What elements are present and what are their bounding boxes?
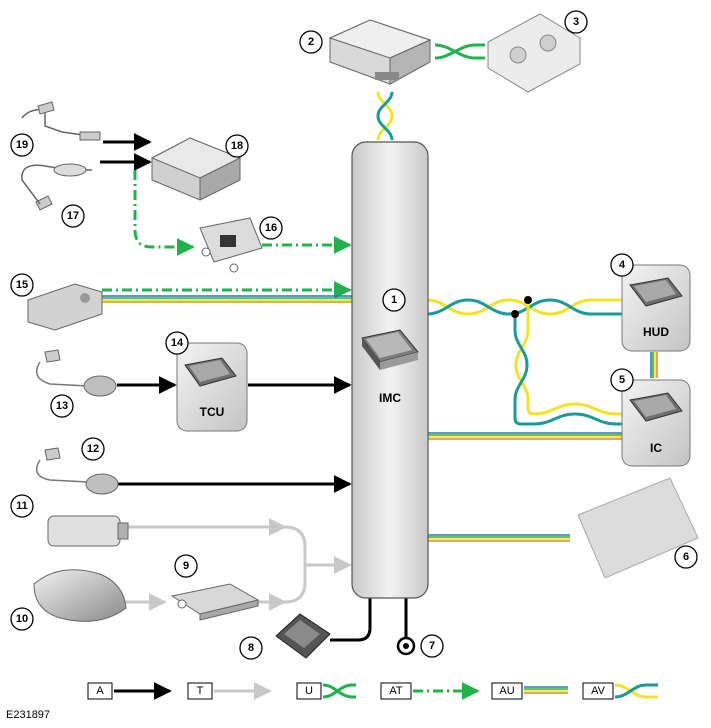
- device-18: [150, 137, 242, 201]
- device-9: [170, 583, 260, 621]
- svg-text:19: 19: [16, 139, 28, 151]
- legend-item-t: T: [187, 682, 272, 700]
- callout-18: 18: [225, 134, 249, 158]
- svg-text:14: 14: [171, 337, 184, 349]
- callout-7: 7: [420, 634, 444, 658]
- callout-5: 5: [610, 368, 634, 392]
- callout-11: 11: [10, 494, 34, 518]
- device-15: [27, 283, 103, 331]
- callout-19: 19: [10, 133, 34, 157]
- device-11: [47, 515, 129, 547]
- ground-7: [396, 636, 416, 656]
- svg-text:2: 2: [308, 36, 314, 48]
- svg-text:AT: AT: [389, 685, 403, 697]
- device-13: [35, 349, 117, 397]
- svg-text:10: 10: [16, 613, 28, 625]
- connection-imc-8: [330, 597, 372, 642]
- svg-text:4: 4: [619, 259, 626, 271]
- connection-hud-ic-bus: [650, 352, 658, 378]
- svg-text:1: 1: [391, 294, 397, 306]
- module-2: [328, 19, 432, 85]
- svg-text:6: 6: [683, 551, 689, 563]
- device-12: [35, 447, 119, 495]
- svg-text:17: 17: [67, 210, 79, 222]
- imc-label: IMC: [379, 391, 401, 405]
- svg-text:AV: AV: [591, 685, 606, 697]
- svg-text:5: 5: [619, 374, 625, 386]
- svg-text:8: 8: [248, 642, 254, 654]
- callout-6: 6: [674, 545, 698, 569]
- svg-text:15: 15: [16, 279, 28, 291]
- connection-15-imc-bus: [102, 295, 353, 303]
- svg-text:7: 7: [429, 640, 435, 652]
- connections: [100, 43, 658, 642]
- connection-2-3: [434, 43, 485, 60]
- svg-text:A: A: [96, 685, 104, 697]
- svg-text:3: 3: [573, 16, 579, 28]
- imc-module-icon: [361, 329, 419, 370]
- connection-18-16: [133, 170, 195, 256]
- connection-imc-ic-bus: [427, 432, 622, 440]
- callout-1: 1: [382, 288, 406, 312]
- connection-imc-ic-av: [511, 296, 622, 426]
- legend-item-au: AU: [491, 682, 568, 700]
- legend-item-av: AV: [582, 682, 658, 700]
- hud-label: HUD: [643, 325, 669, 339]
- display-6: [577, 477, 699, 579]
- svg-text:AU: AU: [499, 685, 514, 697]
- callout-17: 17: [61, 204, 85, 228]
- ic-module: IC: [621, 379, 691, 467]
- antenna-10: [33, 569, 127, 622]
- svg-text:U: U: [305, 685, 313, 697]
- tcu-label: TCU: [200, 405, 225, 419]
- connection-antenna-imc: [284, 525, 350, 604]
- figure-id: E231897: [6, 709, 50, 721]
- callout-8: 8: [239, 636, 263, 660]
- svg-text:13: 13: [56, 400, 68, 412]
- callout-10: 10: [10, 607, 34, 631]
- callout-3: 3: [564, 10, 588, 34]
- imc-module: IMC: [351, 141, 429, 599]
- connection-imc-6-bus: [427, 534, 570, 542]
- connection-2-imc: [376, 91, 394, 141]
- device-19: [21, 101, 101, 141]
- svg-text:9: 9: [183, 560, 189, 572]
- callout-12: 12: [81, 437, 105, 461]
- svg-text:11: 11: [16, 500, 28, 512]
- fuse-8: [275, 613, 331, 659]
- callout-16: 16: [259, 216, 283, 240]
- tcu-module: TCU: [176, 342, 248, 432]
- legend: A T U AT AU AV: [87, 682, 658, 700]
- device-16: [199, 217, 263, 273]
- svg-text:12: 12: [87, 443, 99, 455]
- callout-13: 13: [50, 394, 74, 418]
- ic-label: IC: [650, 441, 662, 455]
- svg-text:16: 16: [265, 222, 277, 234]
- svg-text:18: 18: [231, 140, 243, 152]
- connection-imc-hud-av: [426, 298, 622, 316]
- legend-item-at: AT: [380, 682, 480, 700]
- module-3: [487, 13, 581, 93]
- svg-text:T: T: [197, 685, 204, 697]
- device-17: [21, 163, 92, 211]
- hud-module: HUD: [621, 264, 691, 352]
- callout-2: 2: [299, 30, 323, 54]
- callout-15: 15: [10, 273, 34, 297]
- legend-item-a: A: [87, 682, 172, 700]
- callout-4: 4: [610, 253, 634, 277]
- callout-14: 14: [165, 331, 189, 355]
- legend-item-u: U: [296, 682, 356, 700]
- callout-9: 9: [174, 554, 198, 578]
